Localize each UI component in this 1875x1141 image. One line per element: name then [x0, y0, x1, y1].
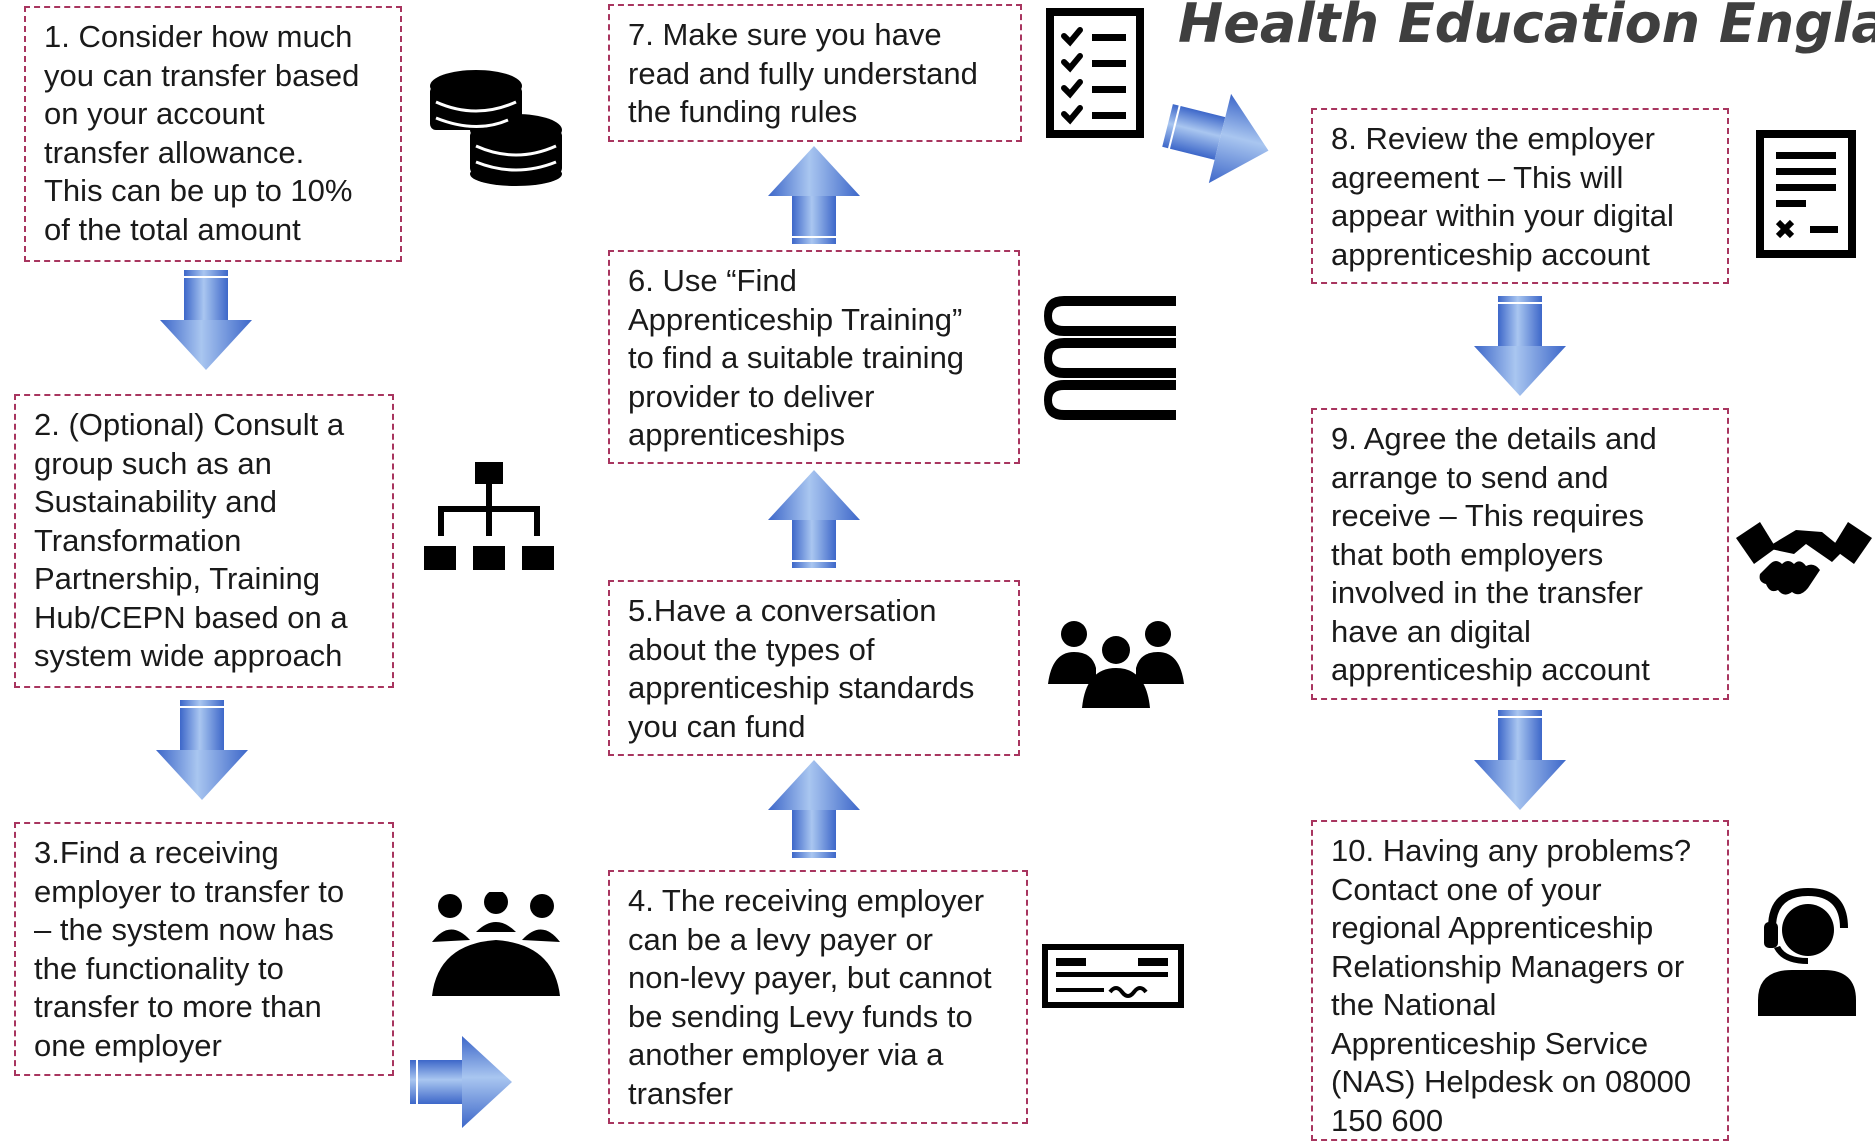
arrow-down-8-9: [1474, 296, 1566, 396]
step-2-box: 2. (Optional) Consult a group such as an…: [14, 394, 394, 688]
step-5-box: 5.Have a conversation about the types of…: [608, 580, 1020, 756]
people-group-icon: [1048, 621, 1184, 708]
step-6-box: 6. Use “Find Apprenticeship Training” to…: [608, 250, 1020, 464]
step-9-box: 9. Agree the details and arrange to send…: [1311, 408, 1729, 700]
brand-title: Health Education England: [1178, 0, 1875, 55]
arrow-up-4-5: [768, 760, 860, 858]
arrow-up-6-7: [768, 146, 860, 244]
step-3-box: 3.Find a receiving employer to transfer …: [14, 822, 394, 1076]
meeting-group-icon: [432, 892, 560, 996]
org-chart-icon: [424, 462, 554, 570]
books-icon: [1044, 296, 1176, 420]
arrow-down-9-10: [1474, 710, 1566, 810]
checklist-icon: [1046, 8, 1144, 138]
arrow-down-2-3: [156, 700, 248, 800]
handshake-icon: [1736, 522, 1872, 595]
helpdesk-agent-icon: [1758, 888, 1856, 1016]
step-4-box: 4. The receiving employer can be a levy …: [608, 870, 1028, 1124]
cheque-icon: [1042, 944, 1184, 1008]
document-icon: [1756, 130, 1856, 258]
coins-icon: [430, 70, 562, 186]
step-8-box: 8. Review the employer agreement – This …: [1311, 108, 1729, 284]
arrow-right-7-8: [1162, 93, 1269, 184]
step-7-box: 7. Make sure you have read and fully und…: [608, 4, 1022, 142]
step-1-box: 1. Consider how much you can transfer ba…: [24, 6, 402, 262]
step-10-box: 10. Having any problems? Contact one of …: [1311, 820, 1729, 1141]
arrow-right-3-4: [410, 1036, 512, 1128]
arrow-up-5-6: [768, 470, 860, 568]
arrow-down-1-2: [160, 270, 252, 370]
